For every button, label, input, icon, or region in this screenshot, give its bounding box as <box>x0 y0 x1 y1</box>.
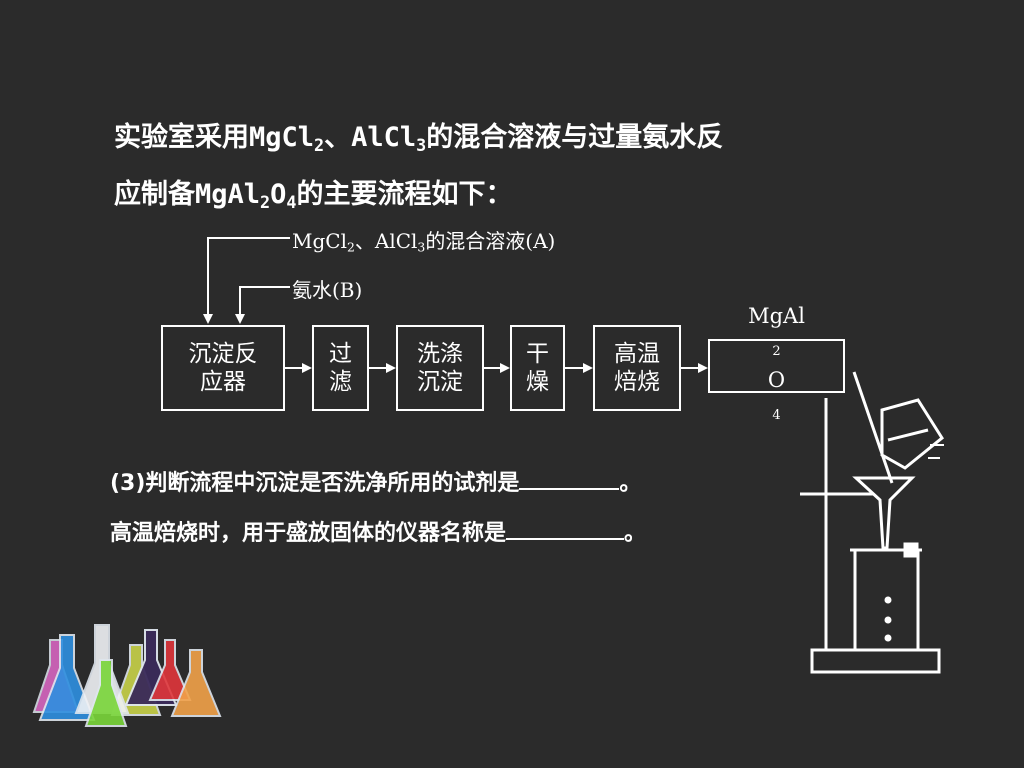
question-line-1: 实验室采用MgCl2、AlCl3的混合溶液与过量氨水反 <box>114 122 724 156</box>
step-reactor-box: 沉淀反应器 <box>161 325 285 411</box>
reagent-a-label: MgCl2、AlCl3的混合溶液(A) <box>292 229 556 255</box>
reagent-b-label: 氨水(B) <box>292 278 363 302</box>
reagent-a-line <box>203 237 290 324</box>
step-filter-box: 过滤 <box>312 325 369 411</box>
step-wash-box: 洗涤沉淀 <box>396 325 484 411</box>
subquestion-3: (3)判断流程中沉淀是否洗净所用的试剂是。 <box>110 465 641 497</box>
answer-blank-4[interactable] <box>506 518 625 540</box>
subquestion-4: 高温焙烧时，用于盛放固体的仪器名称是。 <box>110 515 646 547</box>
step-dry-box: 干燥 <box>510 325 565 411</box>
step-calcine-box: 高温焙烧 <box>593 325 681 411</box>
reagent-b-line <box>235 286 290 324</box>
answer-blank-3[interactable] <box>519 468 620 490</box>
question-line-2: 应制备MgAl2O4的主要流程如下： <box>114 179 513 213</box>
